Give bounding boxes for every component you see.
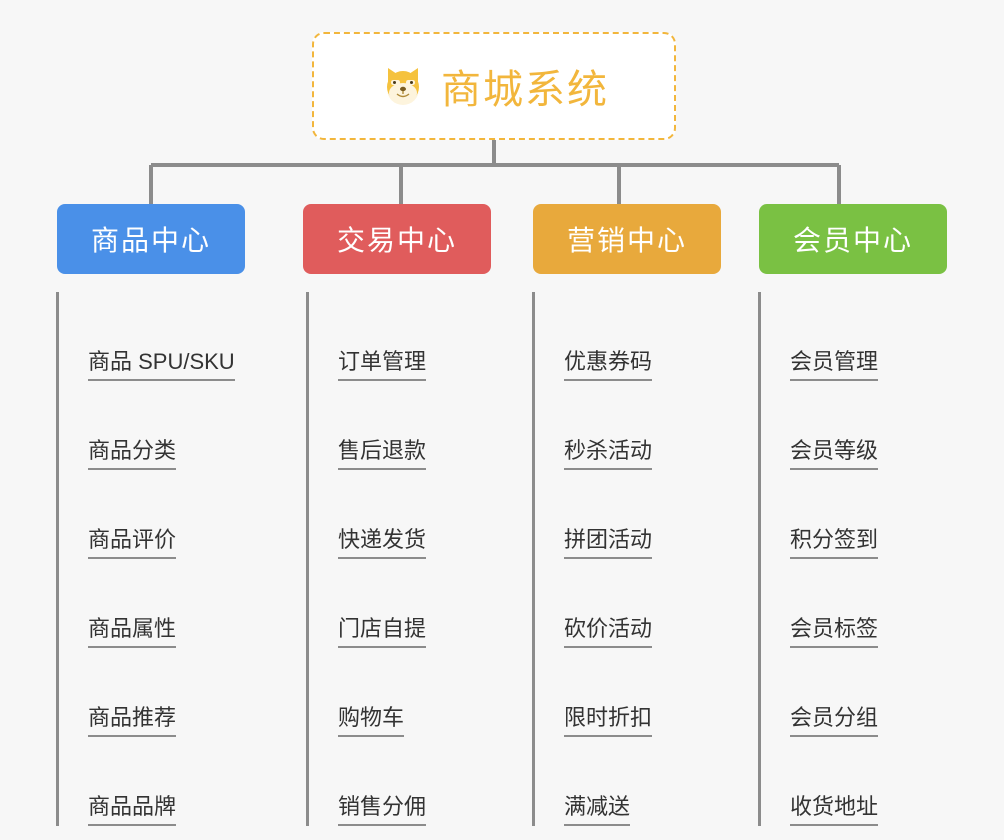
branch-header-label: 营销中心 <box>566 225 687 256</box>
list-item[interactable]: 会员分组 <box>760 648 980 737</box>
list-item-label: 商品 SPU/SKU <box>88 348 235 381</box>
branch-header-label: 交易中心 <box>336 225 457 256</box>
branch-items-product-center: 商品 SPU/SKU 商品分类 商品评价 商品属性 商品推荐 商品品牌 <box>46 292 278 826</box>
list-item-label: 砍价活动 <box>564 615 653 648</box>
list-item[interactable]: 商品推荐 <box>58 648 278 737</box>
list-item[interactable]: 销售分佣 <box>308 737 528 826</box>
list-item-label: 会员等级 <box>790 437 879 470</box>
branch-header-member-center[interactable]: 会员中心 <box>759 204 947 274</box>
list-item[interactable]: 会员管理 <box>760 292 980 381</box>
list-item-label: 满减送 <box>564 793 631 826</box>
list-item[interactable]: 限时折扣 <box>534 648 754 737</box>
list-item[interactable]: 商品评价 <box>58 470 278 559</box>
list-item-label: 收货地址 <box>790 793 879 826</box>
list-item-label: 商品属性 <box>88 615 177 648</box>
list-item-label: 限时折扣 <box>564 704 653 737</box>
list-item[interactable]: 商品 SPU/SKU <box>58 292 278 381</box>
branch-items-member-center: 会员管理 会员等级 积分签到 会员标签 会员分组 收货地址 <box>748 292 980 826</box>
list-item[interactable]: 商品品牌 <box>58 737 278 826</box>
list-item[interactable]: 拼团活动 <box>534 470 754 559</box>
branch-column-marketing-center: 营销中心 优惠券码 秒杀活动 拼团活动 砍价活动 限时折扣 满减送 <box>522 204 754 826</box>
list-item[interactable]: 购物车 <box>308 648 528 737</box>
list-item-label: 销售分佣 <box>338 793 427 826</box>
list-item-label: 会员管理 <box>790 348 879 381</box>
list-item-label: 购物车 <box>338 704 405 737</box>
list-item[interactable]: 商品属性 <box>58 559 278 648</box>
branch-column-member-center: 会员中心 会员管理 会员等级 积分签到 会员标签 会员分组 收货地址 <box>748 204 980 826</box>
list-item[interactable]: 门店自提 <box>308 559 528 648</box>
list-item-label: 订单管理 <box>338 348 427 381</box>
dog-face-icon <box>379 62 427 110</box>
list-item-label: 会员标签 <box>790 615 879 648</box>
branch-header-trade-center[interactable]: 交易中心 <box>303 204 491 274</box>
branch-spine <box>56 292 59 826</box>
branch-column-trade-center: 交易中心 订单管理 售后退款 快递发货 门店自提 购物车 销售分佣 <box>296 204 528 826</box>
list-item-label: 售后退款 <box>338 437 427 470</box>
list-item-label: 快递发货 <box>338 526 427 559</box>
branch-items-marketing-center: 优惠券码 秒杀活动 拼团活动 砍价活动 限时折扣 满减送 <box>522 292 754 826</box>
list-item-label: 拼团活动 <box>564 526 653 559</box>
branch-header-product-center[interactable]: 商品中心 <box>57 204 245 274</box>
list-item[interactable]: 优惠券码 <box>534 292 754 381</box>
list-item-label: 商品品牌 <box>88 793 177 826</box>
list-item-label: 优惠券码 <box>564 348 653 381</box>
branch-spine <box>532 292 535 826</box>
list-item-label: 门店自提 <box>338 615 427 648</box>
list-item-label: 积分签到 <box>790 526 879 559</box>
list-item[interactable]: 订单管理 <box>308 292 528 381</box>
list-item[interactable]: 积分签到 <box>760 470 980 559</box>
branch-header-marketing-center[interactable]: 营销中心 <box>533 204 721 274</box>
branch-column-product-center: 商品中心 商品 SPU/SKU 商品分类 商品评价 商品属性 商品推荐 商品品牌 <box>46 204 278 826</box>
list-item[interactable]: 满减送 <box>534 737 754 826</box>
branch-items-trade-center: 订单管理 售后退款 快递发货 门店自提 购物车 销售分佣 <box>296 292 528 826</box>
list-item[interactable]: 会员等级 <box>760 381 980 470</box>
branch-spine <box>306 292 309 826</box>
branch-header-label: 会员中心 <box>792 225 913 256</box>
list-item-label: 商品评价 <box>88 526 177 559</box>
root-title: 商城系统 <box>441 68 609 112</box>
list-item-label: 商品分类 <box>88 437 177 470</box>
list-item[interactable]: 商品分类 <box>58 381 278 470</box>
branch-spine <box>758 292 761 826</box>
list-item-label: 秒杀活动 <box>564 437 653 470</box>
list-item-label: 会员分组 <box>790 704 879 737</box>
list-item[interactable]: 快递发货 <box>308 470 528 559</box>
list-item[interactable]: 砍价活动 <box>534 559 754 648</box>
list-item[interactable]: 秒杀活动 <box>534 381 754 470</box>
list-item[interactable]: 会员标签 <box>760 559 980 648</box>
list-item[interactable]: 收货地址 <box>760 737 980 826</box>
list-item[interactable]: 售后退款 <box>308 381 528 470</box>
branch-header-label: 商品中心 <box>90 225 211 256</box>
root-node[interactable]: 商城系统 <box>312 32 676 140</box>
list-item-label: 商品推荐 <box>88 704 177 737</box>
